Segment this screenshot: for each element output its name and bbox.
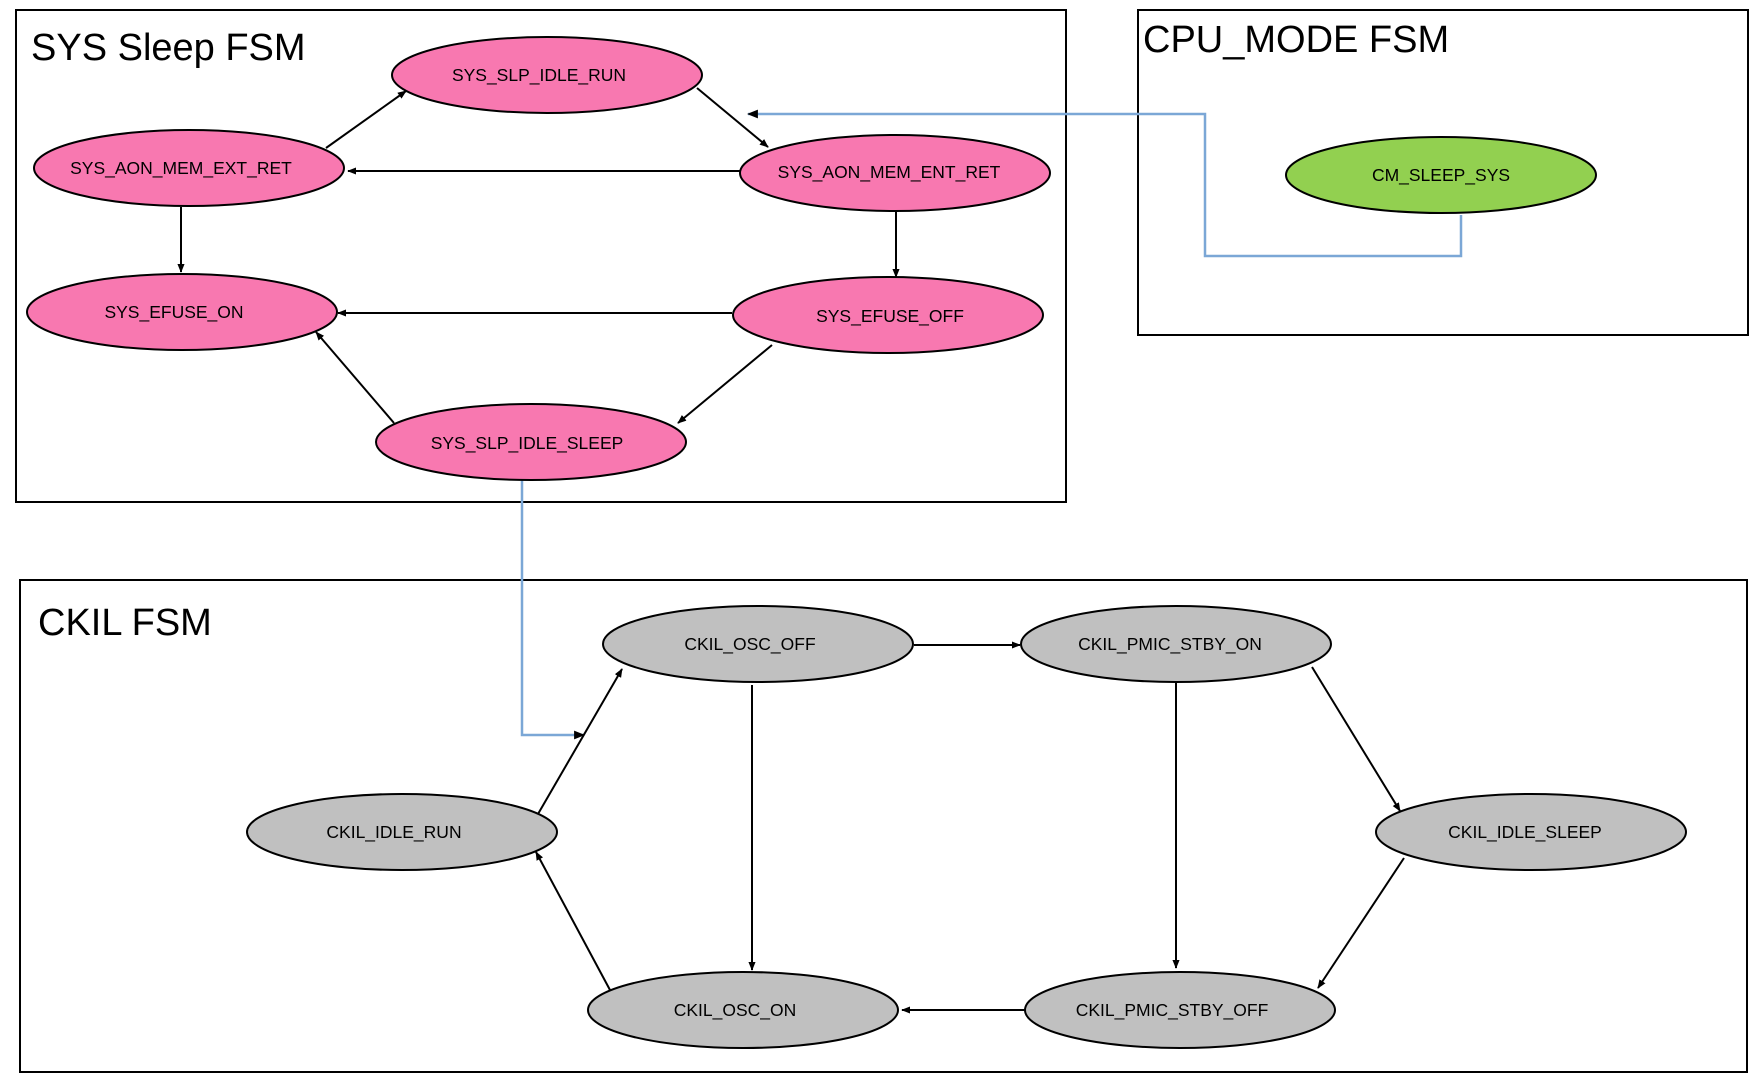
state-label: SYS_EFUSE_ON — [104, 302, 243, 323]
state-label: CKIL_IDLE_SLEEP — [1448, 822, 1602, 843]
group-title: CPU_MODE FSM — [1143, 19, 1449, 61]
state-sys-slp-idle-run[interactable]: SYS_SLP_IDLE_RUN — [391, 36, 703, 114]
transition-ckil-pmic-stby-on-to-ckil-idle-sleep — [1311, 666, 1401, 812]
state-ellipse — [602, 605, 914, 683]
state-sys-slp-idle-sleep[interactable]: SYS_SLP_IDLE_SLEEP — [375, 403, 687, 481]
state-cm-sleep-sys[interactable]: CM_SLEEP_SYS — [1285, 136, 1597, 214]
group-title: SYS Sleep FSM — [31, 27, 306, 69]
sys-slp-idle-sleep-link — [520, 478, 586, 740]
cpu-mode-states: CM_SLEEP_SYS — [1285, 136, 1597, 214]
state-label: CM_SLEEP_SYS — [1372, 165, 1510, 186]
state-label: SYS_AON_MEM_ENT_RET — [778, 162, 1001, 183]
cross-links — [520, 109, 1463, 740]
transition-sys-aon-mem-ext-ret-to-sys-slp-idle-run — [325, 90, 407, 149]
state-label: CKIL_OSC_ON — [674, 1000, 797, 1021]
state-ellipse — [1024, 971, 1336, 1049]
state-label: CKIL_IDLE_RUN — [326, 822, 461, 843]
state-ellipse — [33, 129, 345, 207]
state-label: SYS_EFUSE_OFF — [816, 306, 964, 327]
state-ellipse — [1020, 605, 1332, 683]
state-label: SYS_SLP_IDLE_SLEEP — [431, 433, 624, 454]
ckil-states: CKIL_OSC_OFF CKIL_PMIC_STBY_ON CKIL_IDLE… — [246, 605, 1687, 1049]
state-label: CKIL_PMIC_STBY_OFF — [1076, 1000, 1269, 1021]
state-sys-aon-mem-ext-ret[interactable]: SYS_AON_MEM_EXT_RET — [33, 129, 345, 207]
state-sys-aon-mem-ent-ret[interactable]: SYS_AON_MEM_ENT_RET — [739, 134, 1051, 212]
transition-sys-slp-idle-run-to-sys-aon-mem-ent-ret — [696, 87, 769, 148]
state-label: SYS_SLP_IDLE_RUN — [452, 65, 626, 86]
transition-sys-slp-idle-sleep-to-sys-efuse-on — [315, 331, 395, 424]
group-title: CKIL FSM — [38, 602, 212, 644]
state-label: SYS_AON_MEM_EXT_RET — [70, 158, 292, 179]
state-ellipse — [1285, 136, 1597, 214]
state-ckil-osc-off[interactable]: CKIL_OSC_OFF — [602, 605, 914, 683]
state-ellipse — [246, 793, 558, 871]
transition-sys-efuse-off-to-sys-slp-idle-sleep — [677, 344, 773, 424]
state-ckil-pmic-stby-off[interactable]: CKIL_PMIC_STBY_OFF — [1024, 971, 1336, 1049]
state-ckil-osc-on[interactable]: CKIL_OSC_ON — [587, 971, 899, 1049]
state-ellipse — [732, 276, 1044, 354]
state-ellipse — [739, 134, 1051, 212]
state-label: CKIL_PMIC_STBY_ON — [1078, 634, 1262, 655]
state-ellipse — [26, 273, 338, 351]
state-label: CKIL_OSC_OFF — [684, 634, 815, 655]
state-ckil-pmic-stby-on[interactable]: CKIL_PMIC_STBY_ON — [1020, 605, 1332, 683]
sys-sleep-states: SYS_SLP_IDLE_RUN SYS_AON_MEM_EXT_RET SYS… — [26, 36, 1051, 481]
state-sys-efuse-on[interactable]: SYS_EFUSE_ON — [26, 273, 338, 351]
transition-ckil-idle-run-to-ckil-osc-off — [537, 668, 623, 815]
state-ellipse — [391, 36, 703, 114]
state-ellipse — [1375, 793, 1687, 871]
state-ellipse — [375, 403, 687, 481]
transitions — [177, 87, 1405, 1014]
state-ckil-idle-run[interactable]: CKIL_IDLE_RUN — [246, 793, 558, 871]
transition-ckil-osc-on-to-ckil-idle-run — [535, 851, 611, 991]
state-ellipse — [587, 971, 899, 1049]
state-ckil-idle-sleep[interactable]: CKIL_IDLE_SLEEP — [1375, 793, 1687, 871]
state-sys-efuse-off[interactable]: SYS_EFUSE_OFF — [732, 276, 1044, 354]
transition-ckil-idle-sleep-to-ckil-pmic-stby-off — [1317, 857, 1405, 989]
cm-sleep-sys-link — [746, 109, 1463, 258]
